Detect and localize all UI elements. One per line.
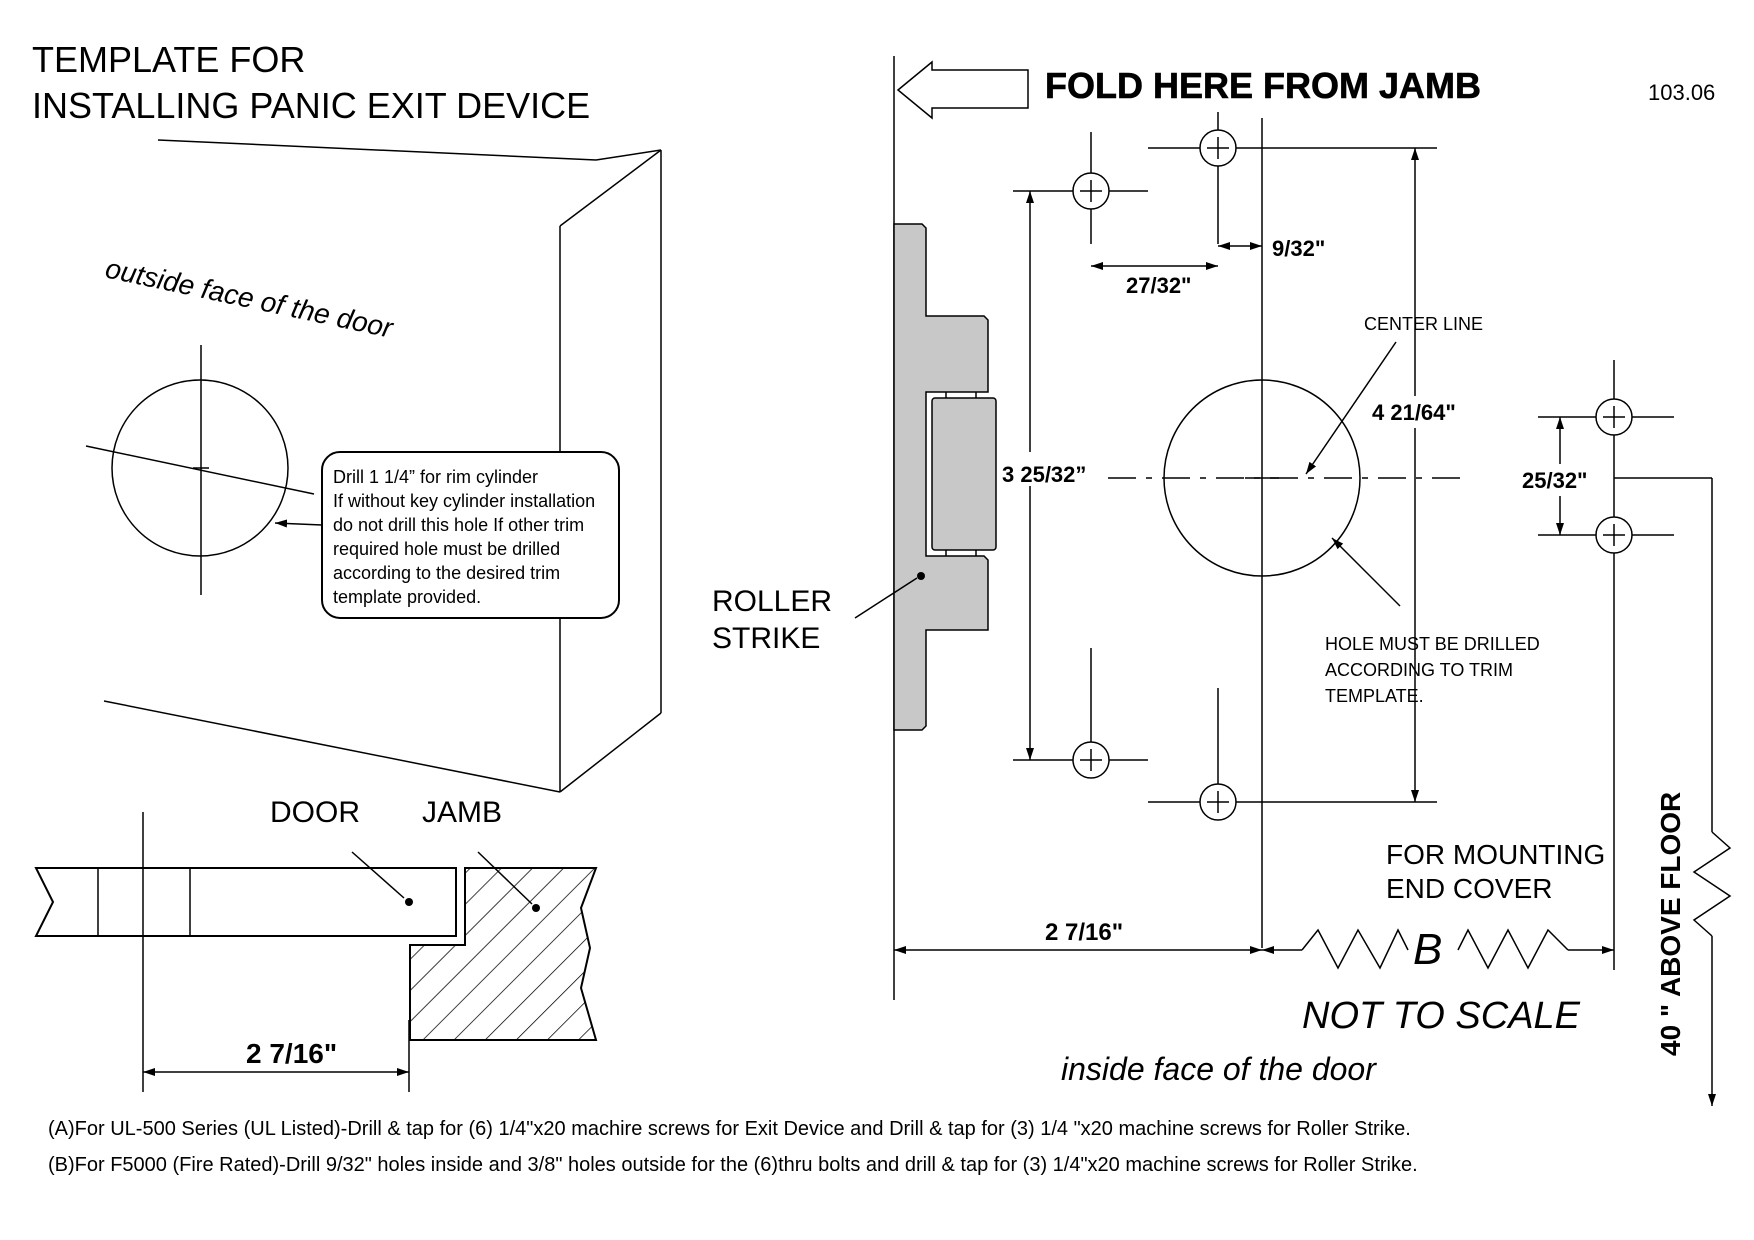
- drill-note-line: required hole must be drilled: [333, 539, 560, 559]
- dimension-4-21-64-label: 4 21/64": [1372, 400, 1456, 425]
- screw-hole-upper-right: [1148, 112, 1437, 244]
- roller-strike-label-1: ROLLER: [712, 585, 832, 618]
- not-to-scale-label: NOT TO SCALE: [1302, 995, 1581, 1037]
- screw-hole-upper-left: [1013, 132, 1148, 244]
- screw-hole-lower-right: [1148, 688, 1437, 821]
- dimension-b-label: B: [1413, 925, 1442, 974]
- dimension-25-32-label: 25/32": [1522, 468, 1587, 493]
- drill-note-callout: Drill 1 1/4” for rim cylinder If without…: [321, 451, 620, 619]
- mounting-label-1: FOR MOUNTING: [1386, 839, 1605, 870]
- jamb-label: JAMB: [422, 796, 502, 829]
- footnote-a: (A)For UL-500 Series (UL Listed)-Drill &…: [48, 1118, 1411, 1140]
- mounting-label-2: END COVER: [1386, 873, 1552, 904]
- jamb-section: [409, 851, 598, 1041]
- section-dimension: [142, 812, 410, 1092]
- end-cover-hole-lower: [1538, 478, 1674, 970]
- hole-note-line: TEMPLATE.: [1325, 686, 1424, 706]
- center-line-label: CENTER LINE: [1364, 314, 1483, 334]
- drill-note-line: do not drill this hole If other trim: [333, 515, 584, 535]
- outside-face-label: outside face of the door: [103, 253, 397, 345]
- fold-label: FOLD HERE FROM JAMB: [1045, 65, 1481, 106]
- footnote-b: (B)For F5000 (Fire Rated)-Drill 9/32" ho…: [48, 1154, 1418, 1176]
- drill-note-line: Drill 1 1/4” for rim cylinder: [333, 467, 538, 487]
- fold-arrow-icon: [896, 60, 1029, 120]
- rim-cylinder-hole: [85, 345, 323, 595]
- drill-note-line: template provided.: [333, 587, 481, 607]
- dimension-27-32-label: 27/32": [1126, 273, 1191, 298]
- roller-strike-label-2: STRIKE: [712, 622, 820, 655]
- door-label: DOOR: [270, 796, 360, 829]
- title-line-1: TEMPLATE FOR: [32, 39, 305, 80]
- end-cover-hole-upper: [1538, 360, 1674, 478]
- trim-hole: [1108, 379, 1460, 577]
- title-line-2: INSTALLING PANIC EXIT DEVICE: [32, 85, 590, 126]
- above-floor-label: 40 " ABOVE FLOOR: [1655, 792, 1686, 1056]
- doc-number: 103.06: [1648, 80, 1715, 105]
- hole-note-line: HOLE MUST BE DRILLED: [1325, 634, 1540, 654]
- inside-face-label: inside face of the door: [1061, 1051, 1377, 1087]
- drill-note-line: according to the desired trim: [333, 563, 560, 583]
- drill-note-line: If without key cylinder installation: [333, 491, 595, 511]
- floor-height-dimension: [1614, 477, 1732, 1106]
- dimension-9-32-label: 9/32": [1272, 236, 1325, 261]
- dimension-b: [1262, 928, 1614, 970]
- dimension-3-25-32-label: 3 25/32”: [1002, 462, 1086, 487]
- roller-strike: [854, 223, 997, 731]
- door-section: [34, 851, 457, 937]
- hole-note-line: ACCORDING TO TRIM: [1325, 660, 1513, 680]
- dimension-2-7-16-label: 2 7/16": [1045, 919, 1123, 946]
- section-dimension-label: 2 7/16": [246, 1038, 337, 1069]
- hole-note-leader: [1331, 537, 1401, 607]
- screw-hole-lower-left: [1013, 648, 1148, 779]
- center-line-leader: [1305, 341, 1397, 475]
